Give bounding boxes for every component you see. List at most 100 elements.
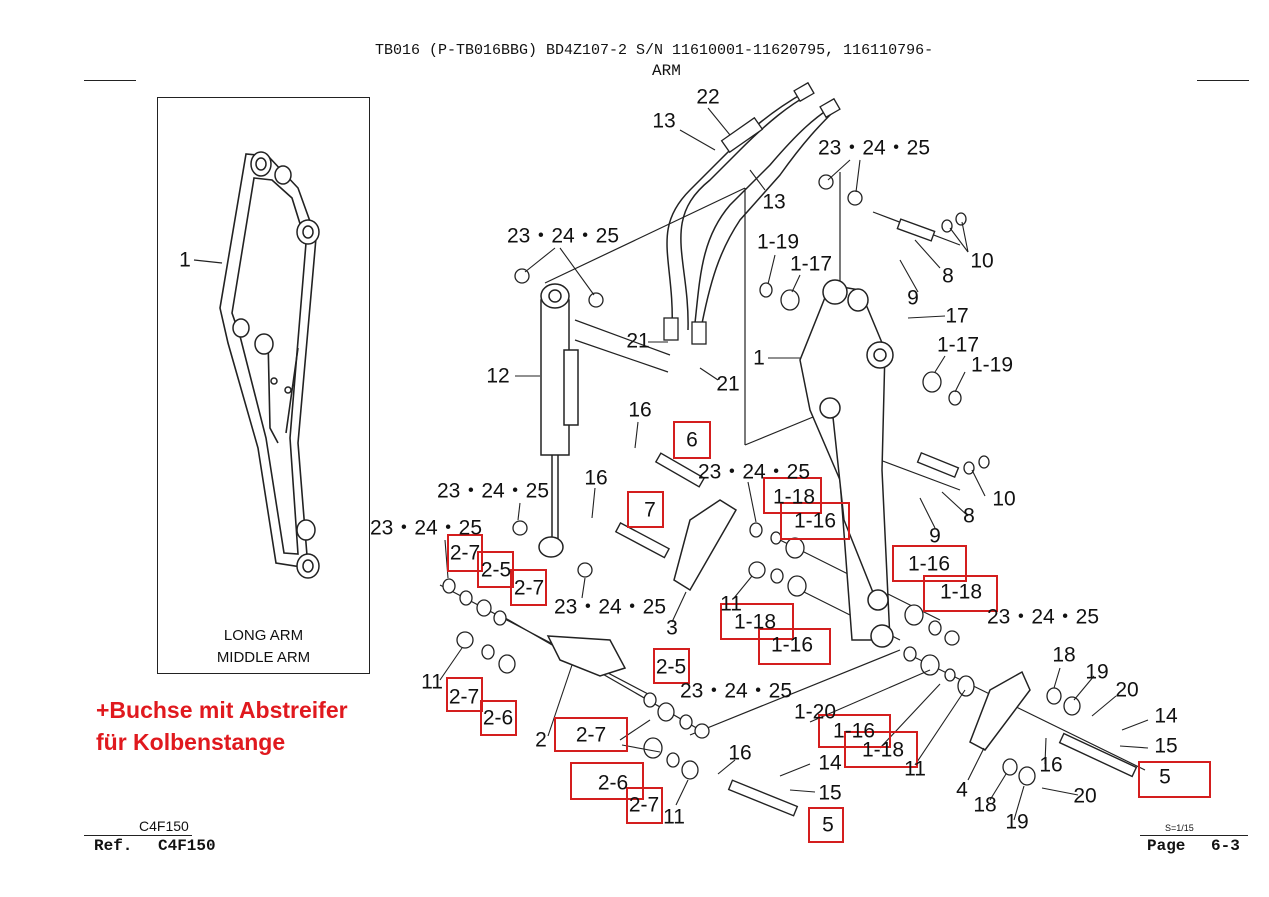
ref-rule [84,835,192,836]
hydraulic-hoses [666,91,836,335]
highlight-box-1-16-mid [758,628,831,665]
callout-23-24-25-lower: 23・24・25 [679,679,793,703]
callout-1-16-d: 1-16 [832,719,876,743]
callout-19-a: 19 [1085,660,1109,684]
hose-fittings [663,81,841,345]
callout-2-6-a: 2-6 [482,706,514,730]
note-line-1: +Buchse mit Abstreifer [96,697,348,723]
inset-callout-1: 1 [179,248,191,272]
callout-2-6-b: 2-6 [597,771,629,795]
callout-3: 3 [666,616,678,640]
highlight-box-2-7-left2 [510,569,547,606]
callout-1-19-b: 1-19 [970,353,1014,377]
callout-23-24-25-far-left: 23・24・25 [369,516,483,540]
document-subtitle: ARM [652,62,681,80]
callout-7: 7 [644,498,656,522]
callout-12: 12 [486,364,510,388]
arm-inset-bosses [232,151,320,579]
callout-16-b: 16 [584,466,608,490]
callout-18-a: 18 [1052,643,1076,667]
callout-1-16-a: 1-16 [793,509,837,533]
highlight-box-1-18-mid [720,603,794,640]
callout-23-24-25-center: 23・24・25 [553,595,667,619]
callout-8-b: 8 [963,504,975,528]
callout-18-b: 18 [973,793,997,817]
callout-1-17-b: 1-17 [936,333,980,357]
highlight-box-1-16-upper [780,502,850,540]
callout-1-18-c: 1-18 [733,610,777,634]
callout-15-a: 15 [1154,734,1178,758]
callout-10-b: 10 [992,487,1016,511]
callout-15-b: 15 [818,781,842,805]
bushings-and-washers [442,174,1081,786]
highlight-box-6 [673,421,711,459]
callout-23-24-25-right: 23・24・25 [986,605,1100,629]
callout-23-24-25-top: 23・24・25 [817,136,931,160]
callout-1: 1 [753,346,765,370]
arm-body [799,279,894,648]
callout-23-24-25-mid: 23・24・25 [697,460,811,484]
page-number: 6-3 [1211,837,1240,855]
ref-small: C4F150 [139,818,189,834]
callout-8-a: 8 [942,264,954,288]
callout-16-d: 16 [1039,753,1063,777]
highlight-box-5-right [1138,761,1211,798]
callout-20-a: 20 [1115,678,1139,702]
callout-9-a: 9 [907,286,919,310]
arm-variant-inset: 1 LONG ARM MIDDLE ARM [157,97,370,674]
highlight-box-1-18-lower [844,731,918,768]
header-rule-right [1197,80,1249,81]
leader-lines [439,107,1149,821]
callout-1-18-b: 1-18 [939,580,983,604]
pins [614,218,1138,817]
highlight-box-1-18-right [923,575,998,612]
inset-label-middle-arm: MIDDLE ARM [216,649,311,666]
highlight-box-7 [627,491,664,528]
note-line-2: für Kolbenstange [96,729,286,755]
callout-14-b: 14 [818,751,842,775]
callout-2-7-d: 2-7 [575,723,607,747]
callout-11-d: 11 [663,805,685,829]
callout-2: 2 [535,728,547,752]
highlight-box-2-5-mid [653,648,690,684]
callout-23-24-25-cyl: 23・24・25 [506,224,620,248]
highlight-box-2-6-lower-left [480,700,517,736]
callout-1-16-b: 1-16 [907,552,951,576]
inset-label-long-arm: LONG ARM [223,627,304,644]
highlight-box-2-7-lower-left [446,677,483,712]
callout-2-7-c: 2-7 [448,685,480,709]
highlight-box-2-7-mid [554,717,628,752]
callout-14-a: 14 [1154,704,1178,728]
callout-1-18-a: 1-18 [772,485,816,509]
callout-5-right: 5 [1159,765,1171,789]
callout-5-bottom: 5 [822,813,834,837]
callout-16-a: 16 [628,398,652,422]
page-rule [1140,835,1248,836]
callout-21-b: 21 [716,372,740,396]
callout-16-c: 16 [728,741,752,765]
callout-2-7-e: 2-7 [628,793,660,817]
callout-1-17-a: 1-17 [789,252,833,276]
link-plates [546,499,1031,751]
callout-1-20: 1-20 [793,700,837,724]
callout-2-7-a: 2-7 [449,541,481,565]
callout-17: 17 [945,304,969,328]
callout-10-a: 10 [970,249,994,273]
callout-20-b: 20 [1073,784,1097,808]
arm-inset-drawing [193,151,320,579]
callout-6: 6 [686,428,698,452]
highlight-box-1-18-upper [763,477,822,514]
highlight-box-5-bottom [808,807,844,843]
callout-11-a: 11 [720,592,742,616]
page-label: Page [1147,837,1186,855]
highlight-box-2-6-bottom [570,762,644,800]
header-rule-left [84,80,136,81]
callout-2-5-a: 2-5 [480,558,512,582]
callout-13-a: 13 [652,109,676,133]
callout-19-b: 19 [1005,810,1029,834]
ref-value: C4F150 [158,837,216,855]
scale-label: S=1/15 [1165,823,1194,833]
callout-11-b: 11 [421,670,443,694]
highlight-box-2-7-left [447,534,483,572]
